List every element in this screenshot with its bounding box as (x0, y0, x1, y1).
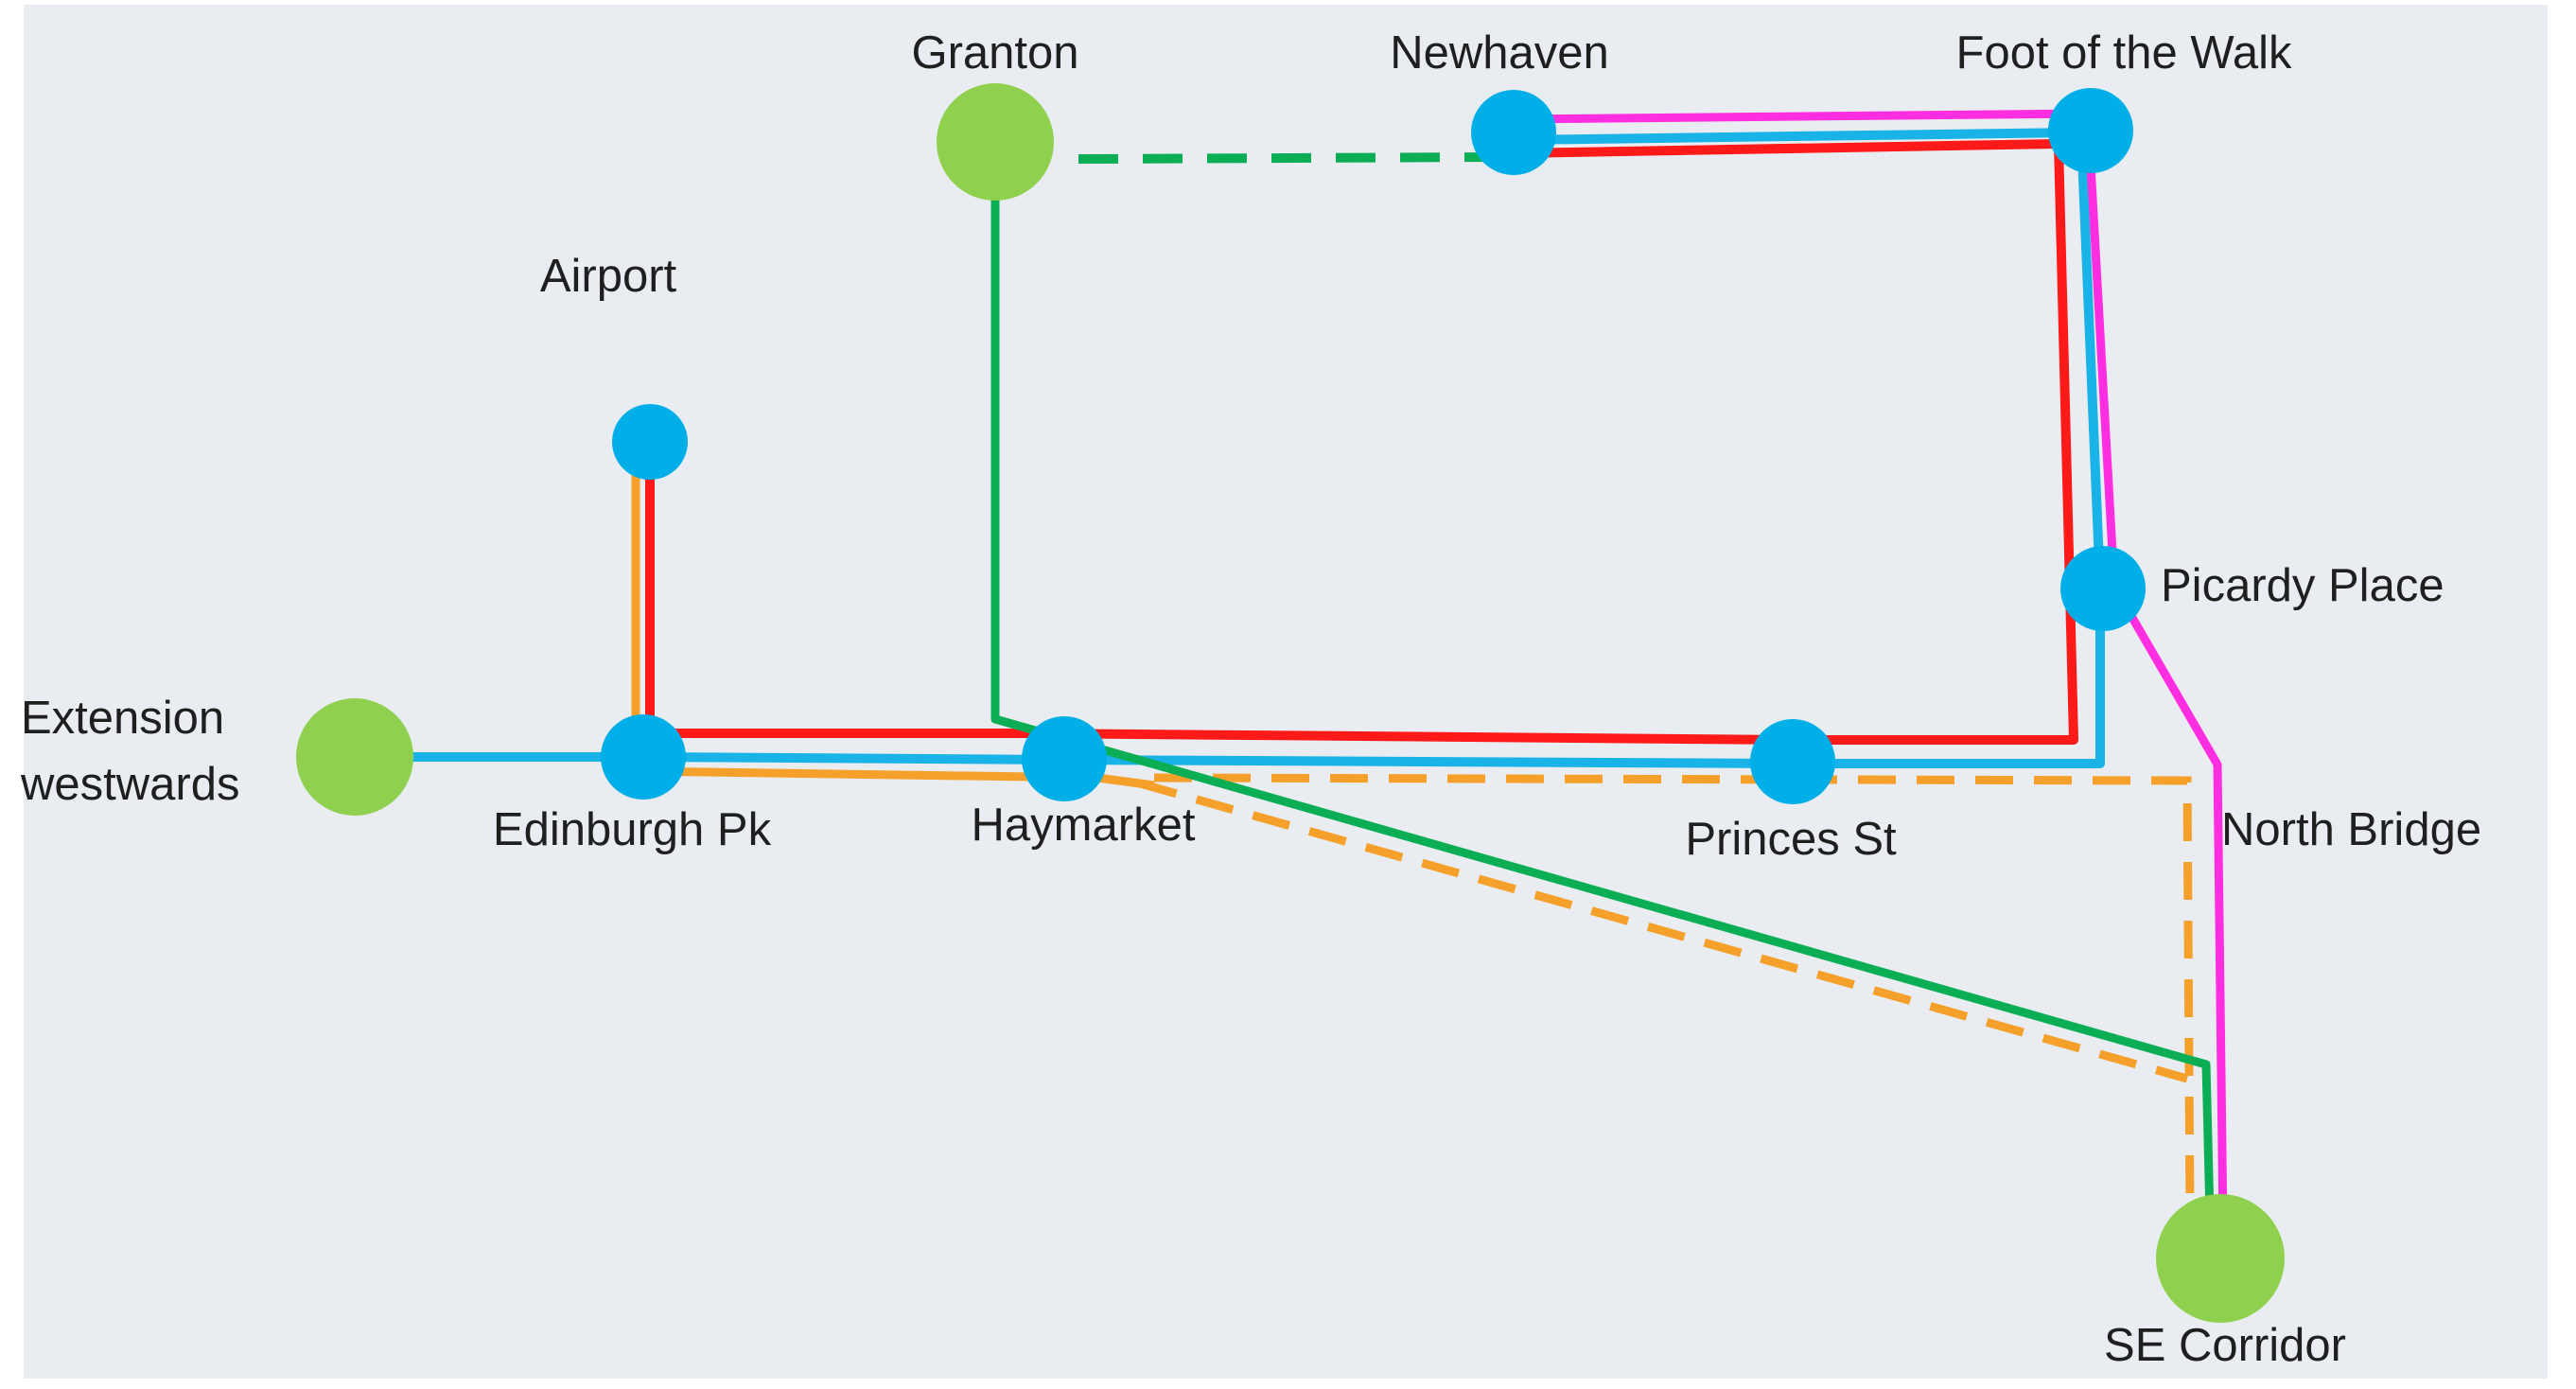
stop-airport-marker (612, 404, 688, 480)
route-orange-dashed-east (1153, 773, 2195, 1217)
stop-label-se-corridor: SE Corridor (2104, 1320, 2346, 1371)
stop-label-picardy-place: Picardy Place (2161, 560, 2445, 611)
stop-picardy-place-marker (2060, 546, 2146, 631)
stop-label-edinburgh-pk: Edinburgh Pk (493, 804, 772, 855)
stop-haymarket-marker (1022, 716, 1107, 801)
stop-label-granton: Granton (911, 27, 1078, 79)
stop-newhaven-marker (1471, 90, 1556, 175)
stop-extension-westwards-marker (296, 698, 413, 816)
route-blue-line (355, 128, 2105, 768)
stop-label-north-bridge: North Bridge (2221, 804, 2481, 855)
stop-label-foot-of-the-walk: Foot of the Walk (1956, 27, 2292, 79)
diagram-background (24, 5, 2548, 1379)
stop-edinburgh-pk-marker (601, 714, 686, 800)
stop-label-extension-westwards-line2: westwards (20, 759, 239, 810)
stop-se-corridor-marker (2156, 1194, 2285, 1323)
route-green-dashed (1078, 152, 1505, 164)
route-orange-line (631, 468, 1155, 790)
stop-label-newhaven: Newhaven (1390, 27, 1609, 79)
route-orange-dashed-southeast (1138, 779, 2189, 1083)
stop-foot-of-the-walk-marker (2048, 88, 2133, 173)
stop-princes-st-marker (1750, 719, 1835, 804)
stop-label-extension-westwards-line1: Extension (21, 693, 224, 744)
stop-label-airport: Airport (540, 251, 677, 302)
stop-label-haymarket: Haymarket (972, 800, 1196, 851)
stop-granton-marker (937, 83, 1054, 201)
stop-label-princes-st: Princes St (1685, 814, 1897, 865)
